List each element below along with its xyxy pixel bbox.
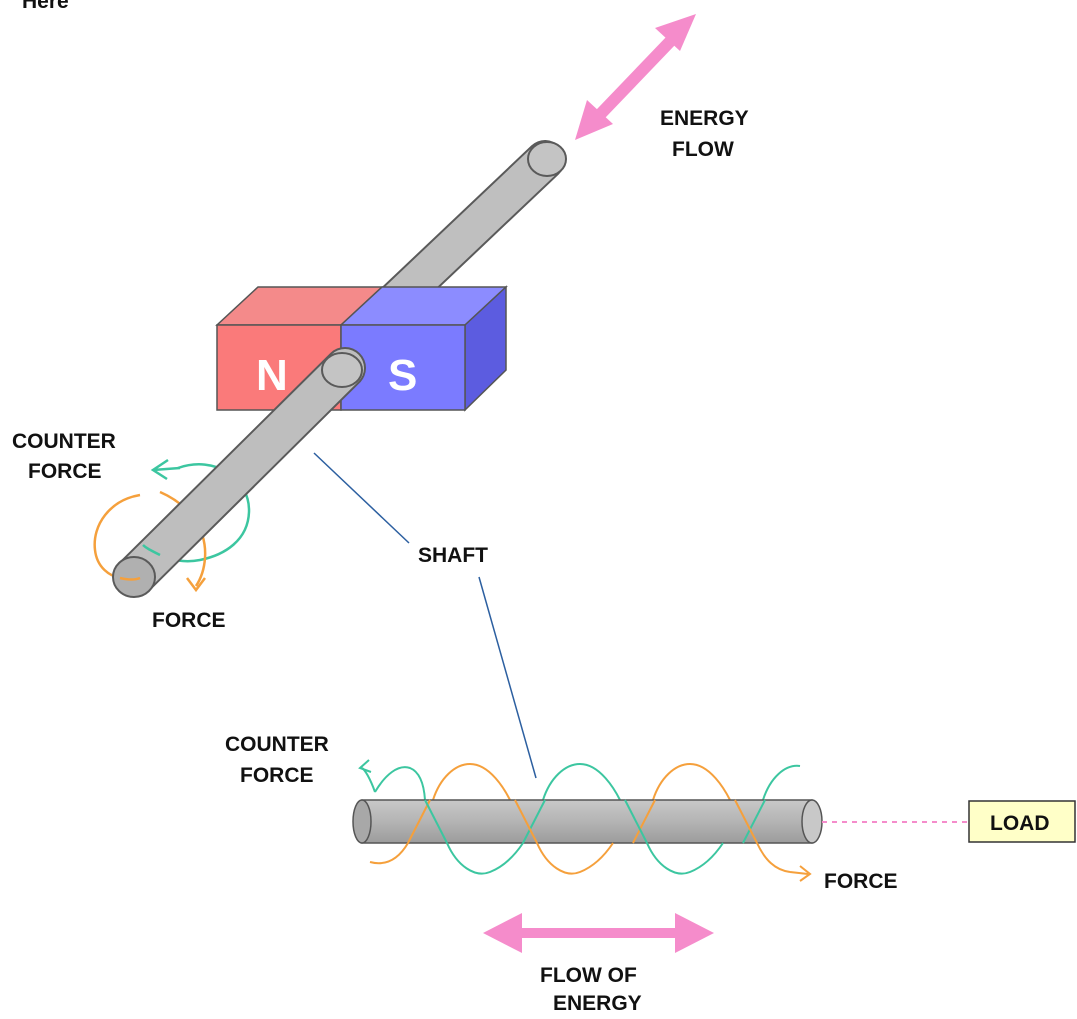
top-clip-text: Here <box>22 0 69 13</box>
shaft-leader-line-top <box>313 452 410 544</box>
counter-force-bottom-label-line1: COUNTER <box>225 733 329 756</box>
magnet: N S <box>215 285 508 412</box>
energy-flow-label-line1: ENERGY <box>660 107 749 130</box>
energy-flow-arrow <box>575 14 696 140</box>
magnet-north-label: N <box>256 351 288 400</box>
horizontal-shaft <box>352 762 823 875</box>
counter-force-arc-top-front <box>142 544 161 557</box>
front-shaft <box>112 347 366 598</box>
counter-force-top-label-line2: FORCE <box>28 460 102 483</box>
force-bottom-label: FORCE <box>824 870 898 893</box>
magnet-south-label: S <box>388 351 417 400</box>
counter-force-arrow-bottom <box>358 759 376 793</box>
flow-of-energy-arrow <box>483 913 714 953</box>
energy-flow-label-line2: FLOW <box>672 138 734 161</box>
load-box: LOAD <box>968 800 1076 843</box>
flow-of-energy-label-line1: FLOW OF <box>540 964 637 987</box>
force-arrow-bottom <box>789 865 812 882</box>
counter-force-bottom-label-line2: FORCE <box>240 764 314 787</box>
flow-of-energy-label-line2: ENERGY <box>553 992 642 1014</box>
counter-force-top-label-line1: COUNTER <box>12 430 116 453</box>
load-label: LOAD <box>990 812 1050 835</box>
shaft-leader-line-bottom <box>478 576 537 779</box>
shaft-label: SHAFT <box>418 544 488 567</box>
force-arc-top-front <box>119 576 141 581</box>
force-top-label: FORCE <box>152 609 226 632</box>
back-shaft <box>372 140 567 325</box>
